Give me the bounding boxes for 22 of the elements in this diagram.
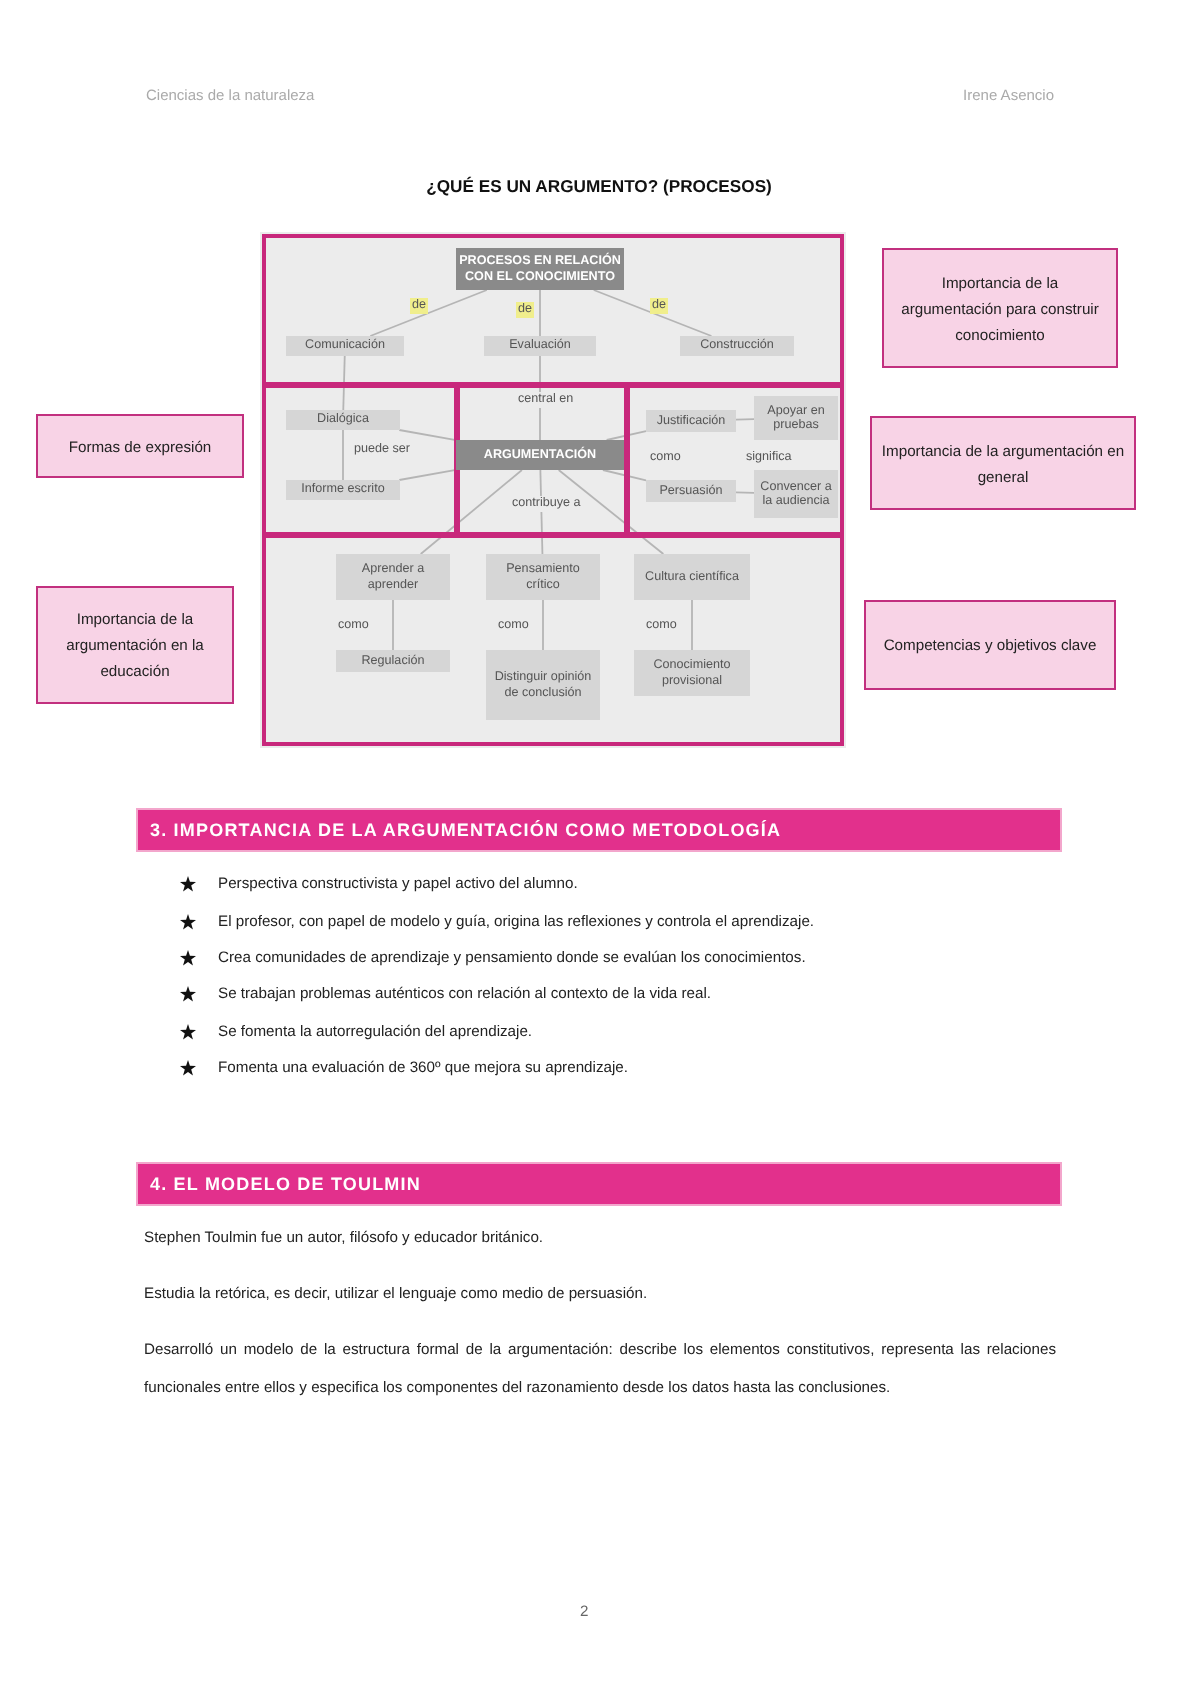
- connector-line: [602, 469, 647, 482]
- connector-line: [392, 599, 394, 651]
- page-title: ¿QUÉ ES UN ARGUMENTO? (PROCESOS): [424, 176, 774, 196]
- connector-line: [539, 289, 541, 337]
- connector-line: [605, 430, 647, 441]
- connector-line: [735, 491, 755, 494]
- connector-line: [557, 469, 665, 555]
- region-frame: [262, 534, 844, 746]
- connector-line: [342, 355, 346, 411]
- connector-line: [369, 289, 488, 337]
- region-frame: [626, 384, 844, 536]
- connector-line: [691, 599, 693, 651]
- section-heading: 4. EL MODELO DE TOULMIN: [136, 1162, 1062, 1206]
- connector-line: [542, 599, 544, 651]
- region-frame: [262, 234, 844, 386]
- connector-line: [398, 469, 457, 481]
- connector-line: [592, 289, 713, 337]
- section-heading: 3. IMPORTANCIA DE LA ARGUMENTACIÓN COMO METODOLOGÍA: [136, 808, 1062, 852]
- connector-line: [735, 418, 755, 421]
- connector-line: [419, 469, 523, 555]
- connector-line: [342, 429, 344, 481]
- connector-line: [398, 429, 457, 441]
